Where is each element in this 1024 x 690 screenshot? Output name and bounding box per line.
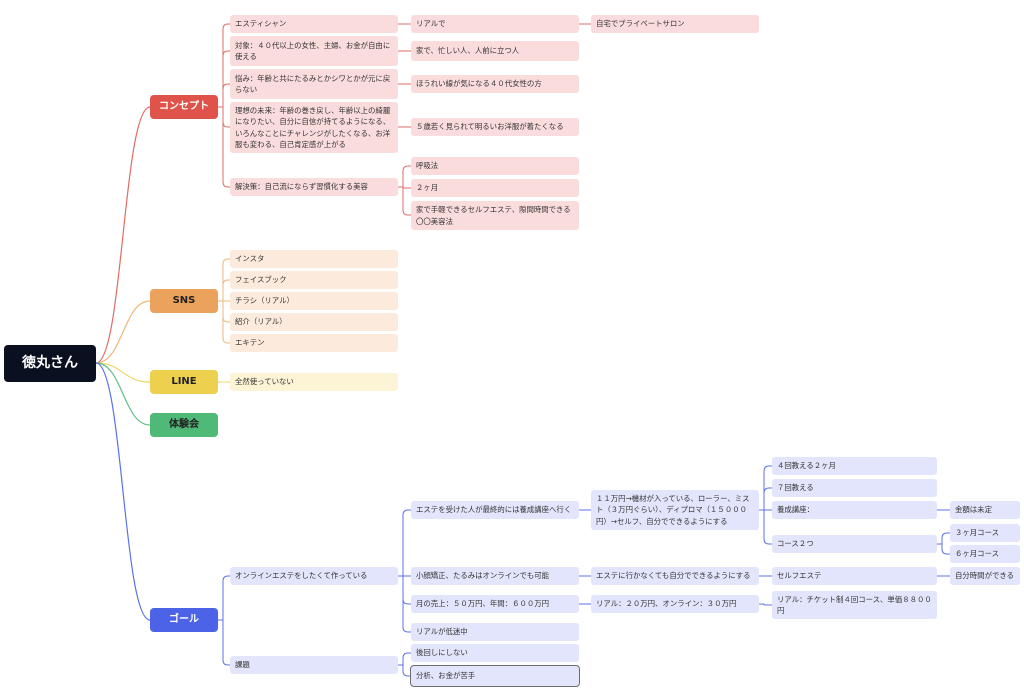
connector-line <box>402 665 411 677</box>
concept-item[interactable]: 対象：４０代以上の女性、主婦、お金が自由に使える <box>230 36 398 66</box>
sns-item[interactable]: エキテン <box>230 334 398 352</box>
goal-subitem[interactable]: エステを受けた人が最終的には養成講座へ行く <box>411 501 579 519</box>
connector-line <box>763 487 772 510</box>
connector-line <box>222 50 230 107</box>
connector-line <box>222 83 230 107</box>
connector-line <box>402 165 411 187</box>
connector-line <box>222 107 230 128</box>
sns-item[interactable]: チラシ（リアル） <box>230 292 398 310</box>
goal-subitem[interactable]: 小顔矯正、たるみはオンラインでも可能 <box>411 567 579 585</box>
concept-item[interactable]: 解決策：自己流にならず習慣化する美容 <box>230 178 398 196</box>
concept-subitem[interactable]: 家で、忙しい人、人前に立つ人 <box>411 41 579 61</box>
line-item[interactable]: 全然使っていない <box>230 373 398 391</box>
concept-subitem[interactable]: ２ヶ月 <box>411 179 579 197</box>
goal-item[interactable]: オンラインエステをしたくて作っている <box>230 567 398 585</box>
goal-level4-item[interactable]: セルフエステ <box>772 567 937 585</box>
connector-line <box>95 300 151 364</box>
sns-item[interactable]: インスタ <box>230 250 398 268</box>
concept-subitem[interactable]: ほうれい線が気になる４０代女性の方 <box>411 75 579 93</box>
connector-line <box>222 301 230 323</box>
connector-line <box>402 186 411 189</box>
connector-line <box>402 187 411 216</box>
concept-subitem[interactable]: 家で手軽できるセルフエステ、隙間時間できる〇〇美容法 <box>411 201 579 230</box>
connector-line <box>402 652 411 665</box>
branch-concept[interactable]: コンセプト <box>150 95 218 119</box>
root-node[interactable]: 徳丸さん <box>4 345 96 382</box>
connector-line <box>222 575 230 620</box>
connector-line <box>222 23 230 107</box>
connector-line <box>402 576 411 633</box>
branch-line[interactable]: LINE <box>150 370 218 394</box>
connector-line <box>402 509 411 576</box>
concept-subitem[interactable]: 呼吸法 <box>411 157 579 175</box>
connector-line <box>222 620 230 666</box>
connector-line <box>763 603 772 606</box>
goal-subitem[interactable]: 後回しにしない <box>411 644 579 662</box>
concept-subitem[interactable]: リアルで <box>411 15 579 33</box>
goal-level4-item[interactable]: コース２つ <box>772 535 937 553</box>
goal-level5-item[interactable]: 自分時間ができる <box>950 567 1020 585</box>
goal-level5-item[interactable]: ３ヶ月コース <box>950 524 1020 542</box>
concept-item[interactable]: 理想の未来：年齢の巻き戻し、年齢以上の綺麗になりたい、自分に自信が持てるようにな… <box>230 102 398 153</box>
connector-line <box>95 362 151 383</box>
goal-level5-item[interactable]: 金額は未定 <box>950 501 1020 519</box>
connector-line <box>95 362 151 621</box>
goal-subsubitem[interactable]: １１万円→機材が入っている、ローラー、ミスト（３万円ぐらい）、ディプロマ（１５０… <box>591 490 759 530</box>
connector-line <box>941 544 950 555</box>
goal-level4-item[interactable]: リアル：チケット制４回コース、単価８８００円 <box>772 591 937 619</box>
connector-line <box>222 107 230 188</box>
connector-line <box>763 510 772 545</box>
concept-subsubitem[interactable]: 自宅でプライベートサロン <box>591 15 759 33</box>
goal-subsubitem[interactable]: エステに行かなくても自分でできるようにする <box>591 567 759 585</box>
branch-goal[interactable]: ゴール <box>150 608 218 632</box>
sns-item[interactable]: フェイスブック <box>230 271 398 289</box>
connector-line <box>95 362 151 426</box>
goal-subitem[interactable]: リアルが低迷中 <box>411 623 579 641</box>
connector-line <box>222 258 230 301</box>
connector-line <box>222 279 230 301</box>
concept-item[interactable]: 悩み：年齢と共にたるみとかシワとかが元に戻らない <box>230 69 398 99</box>
concept-item[interactable]: エスティシャン <box>230 15 398 33</box>
connector-line <box>941 532 950 544</box>
concept-subitem[interactable]: ５歳若く見られて明るいお洋服が着たくなる <box>411 118 579 136</box>
goal-level4-item[interactable]: 養成講座： <box>772 501 937 519</box>
connector-line <box>222 301 230 344</box>
goal-subsubitem[interactable]: リアル：２０万円、オンライン：３０万円 <box>591 595 759 613</box>
goal-subitem-selected[interactable]: 分析、お金が苦手 <box>410 665 580 687</box>
goal-subitem[interactable]: 月の売上：５０万円、年間：６００万円 <box>411 595 579 613</box>
goal-level5-item[interactable]: ６ヶ月コース <box>950 545 1020 563</box>
goal-level4-item[interactable]: ７回教える <box>772 479 937 497</box>
goal-level4-item[interactable]: ４回教える２ヶ月 <box>772 457 937 475</box>
branch-trial[interactable]: 体験会 <box>150 413 218 437</box>
sns-item[interactable]: 紹介（リアル） <box>230 313 398 331</box>
branch-sns[interactable]: SNS <box>150 289 218 313</box>
goal-item[interactable]: 課題 <box>230 656 398 674</box>
connector-line <box>95 106 151 364</box>
connector-line <box>763 465 772 510</box>
connector-line <box>402 576 411 605</box>
